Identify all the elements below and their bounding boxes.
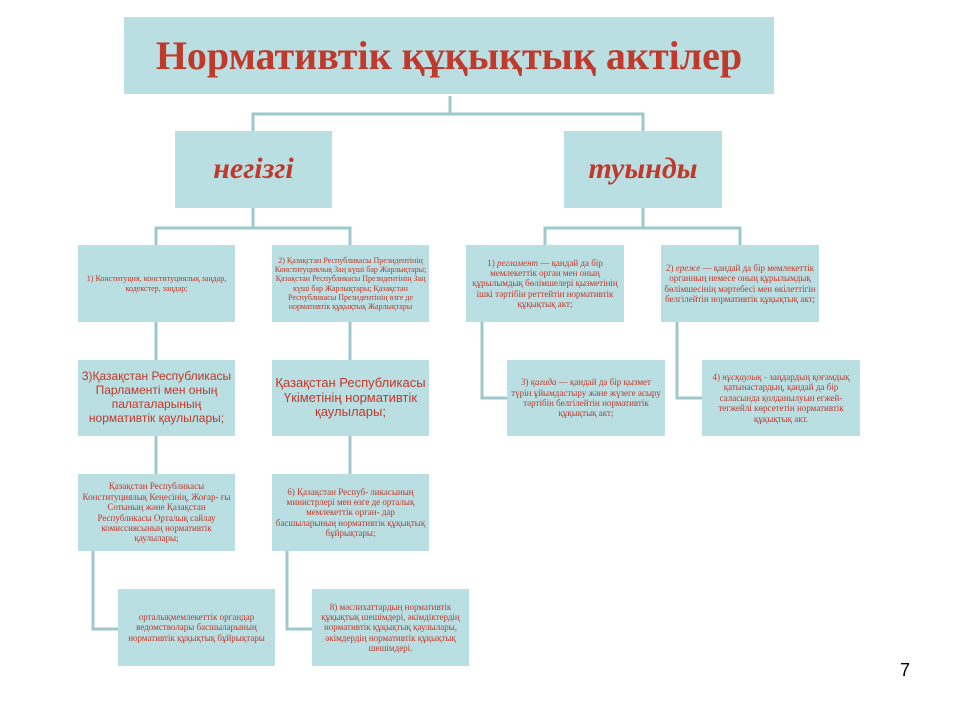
derived-item-4-num: 4) — [712, 372, 720, 383]
derived-item-2: 2) ереже — қандай да бір мемлекеттік орг… — [661, 245, 819, 322]
derived-item-3-term: қағида — [530, 377, 557, 388]
derived-item-1-text: — қандай да бір мемлекеттік орган мен он… — [472, 257, 618, 310]
derived-item-1-term: регламент — [496, 257, 539, 268]
derived-item-3-text: — қандай да бір қызмет түрін ұйымдастыру… — [511, 377, 661, 419]
derived-item-3: 3) қағида — қандай да бір қызмет түрін ұ… — [507, 360, 665, 436]
page-number: 7 — [899, 660, 910, 680]
derived-item-1: 1) регламент — қандай да бір мемлекеттік… — [466, 245, 624, 322]
derived-item-3-num: 3) — [521, 377, 529, 388]
primary-item-7: орталықмемлекеттік органдар ведомстволар… — [118, 589, 275, 666]
derived-item-4: 4) нұсқаулық - заңдардың қоғамдық қатына… — [702, 360, 860, 436]
derived-item-4-term: нұсқаулық — [722, 372, 762, 383]
derived-item-2-text: — қандай да бір мемлекеттік органның нем… — [664, 262, 816, 304]
primary-item-5: Қазақстан Республикасы Конституциялық Ке… — [78, 474, 235, 551]
primary-item-4: Қазақстан Республикасы Үкіметінің нормат… — [272, 360, 429, 436]
primary-item-3: 3)Қазақстан Республикасы Парламенті мен … — [78, 360, 235, 436]
primary-item-1: 1) Конституция, конституциялық заңдар, к… — [78, 245, 235, 322]
derived-item-2-term: ереже — [675, 262, 701, 273]
category-derived: туынды — [564, 131, 722, 208]
primary-item-6: 6) Қазақстан Респуб- ликасының министрле… — [272, 474, 429, 551]
primary-item-8: 8) мәслихаттардың нормативтік құқықтық ш… — [312, 589, 469, 666]
main-title: Нормативтік құқықтық актілер — [124, 17, 774, 94]
derived-item-1-num: 1) — [487, 257, 495, 268]
primary-item-2: 2) Қазақстан Республикасы Президентінің … — [272, 245, 429, 322]
derived-item-2-num: 2) — [666, 262, 674, 273]
derived-item-4-text: - заңдардың қоғамдық қатынастардың, қанд… — [718, 372, 850, 424]
category-primary: негізгі — [175, 131, 332, 208]
